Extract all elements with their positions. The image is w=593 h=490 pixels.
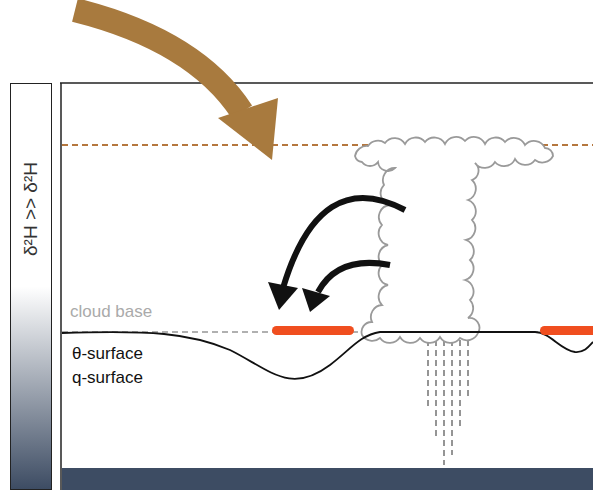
cloud-base-label: cloud base	[70, 302, 152, 322]
isotope-gradient-band: δ²H >> δ²H	[10, 83, 52, 490]
band-label: δ²H >> δ²H	[20, 162, 42, 256]
orange-bar	[272, 326, 354, 335]
subsidence-arrow	[75, 10, 242, 112]
q-surface-label: q-surface	[72, 368, 143, 388]
cumulus-cloud	[355, 137, 553, 343]
theta-surface-label: θ-surface	[72, 344, 143, 364]
arrow-head	[268, 282, 298, 310]
frame-top	[60, 82, 593, 84]
downdraft-arrow	[283, 198, 405, 288]
frame-left	[60, 83, 62, 490]
orange-bar	[540, 326, 593, 335]
ocean-surface	[62, 468, 593, 490]
rain-lines	[428, 340, 468, 465]
arrow-head	[218, 98, 278, 160]
arrow-head	[302, 288, 330, 312]
downdraft-arrow	[318, 263, 390, 292]
